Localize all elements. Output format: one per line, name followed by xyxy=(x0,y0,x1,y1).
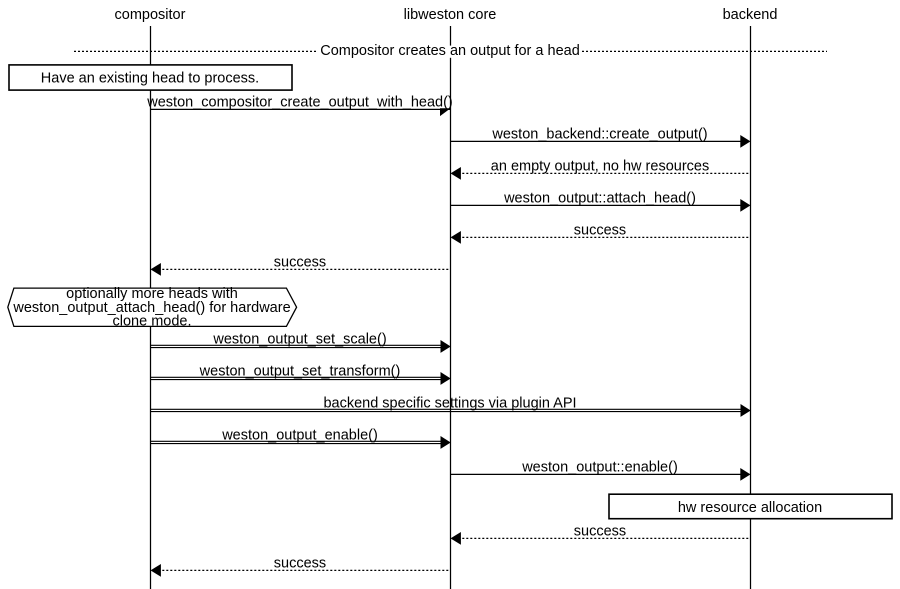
svg-text:compositor: compositor xyxy=(115,7,186,23)
svg-text:weston_backend::create_output(: weston_backend::create_output() xyxy=(491,127,707,143)
svg-text:hw resource allocation: hw resource allocation xyxy=(678,500,822,516)
svg-text:weston_output_set_scale(): weston_output_set_scale() xyxy=(212,332,386,348)
svg-text:success: success xyxy=(574,524,626,540)
svg-text:weston_output_attach_head() fo: weston_output_attach_head() for hardware xyxy=(12,300,290,316)
svg-text:backend: backend xyxy=(723,7,778,23)
svg-text:Compositor creates an output f: Compositor creates an output for a head xyxy=(320,43,580,59)
svg-text:success: success xyxy=(574,223,626,239)
svg-text:clone mode.: clone mode. xyxy=(113,313,192,329)
svg-text:weston_output::enable(): weston_output::enable() xyxy=(521,460,678,476)
svg-text:weston_output::attach_head(): weston_output::attach_head() xyxy=(503,191,696,207)
svg-text:success: success xyxy=(274,255,326,271)
svg-text:Have an existing head to proce: Have an existing head to process. xyxy=(41,70,259,86)
svg-text:backend specific settings via: backend specific settings via plugin API xyxy=(323,396,576,412)
svg-text:weston_compositor_create_outpu: weston_compositor_create_output_with_hea… xyxy=(146,95,453,111)
svg-text:weston_output_set_transform(): weston_output_set_transform() xyxy=(199,364,401,380)
svg-text:success: success xyxy=(274,556,326,572)
svg-text:weston_output_enable(): weston_output_enable() xyxy=(221,428,378,444)
svg-text:libweston core: libweston core xyxy=(404,7,497,23)
svg-text:an empty output, no hw resourc: an empty output, no hw resources xyxy=(491,159,709,175)
svg-text:optionally more heads with: optionally more heads with xyxy=(66,286,238,302)
